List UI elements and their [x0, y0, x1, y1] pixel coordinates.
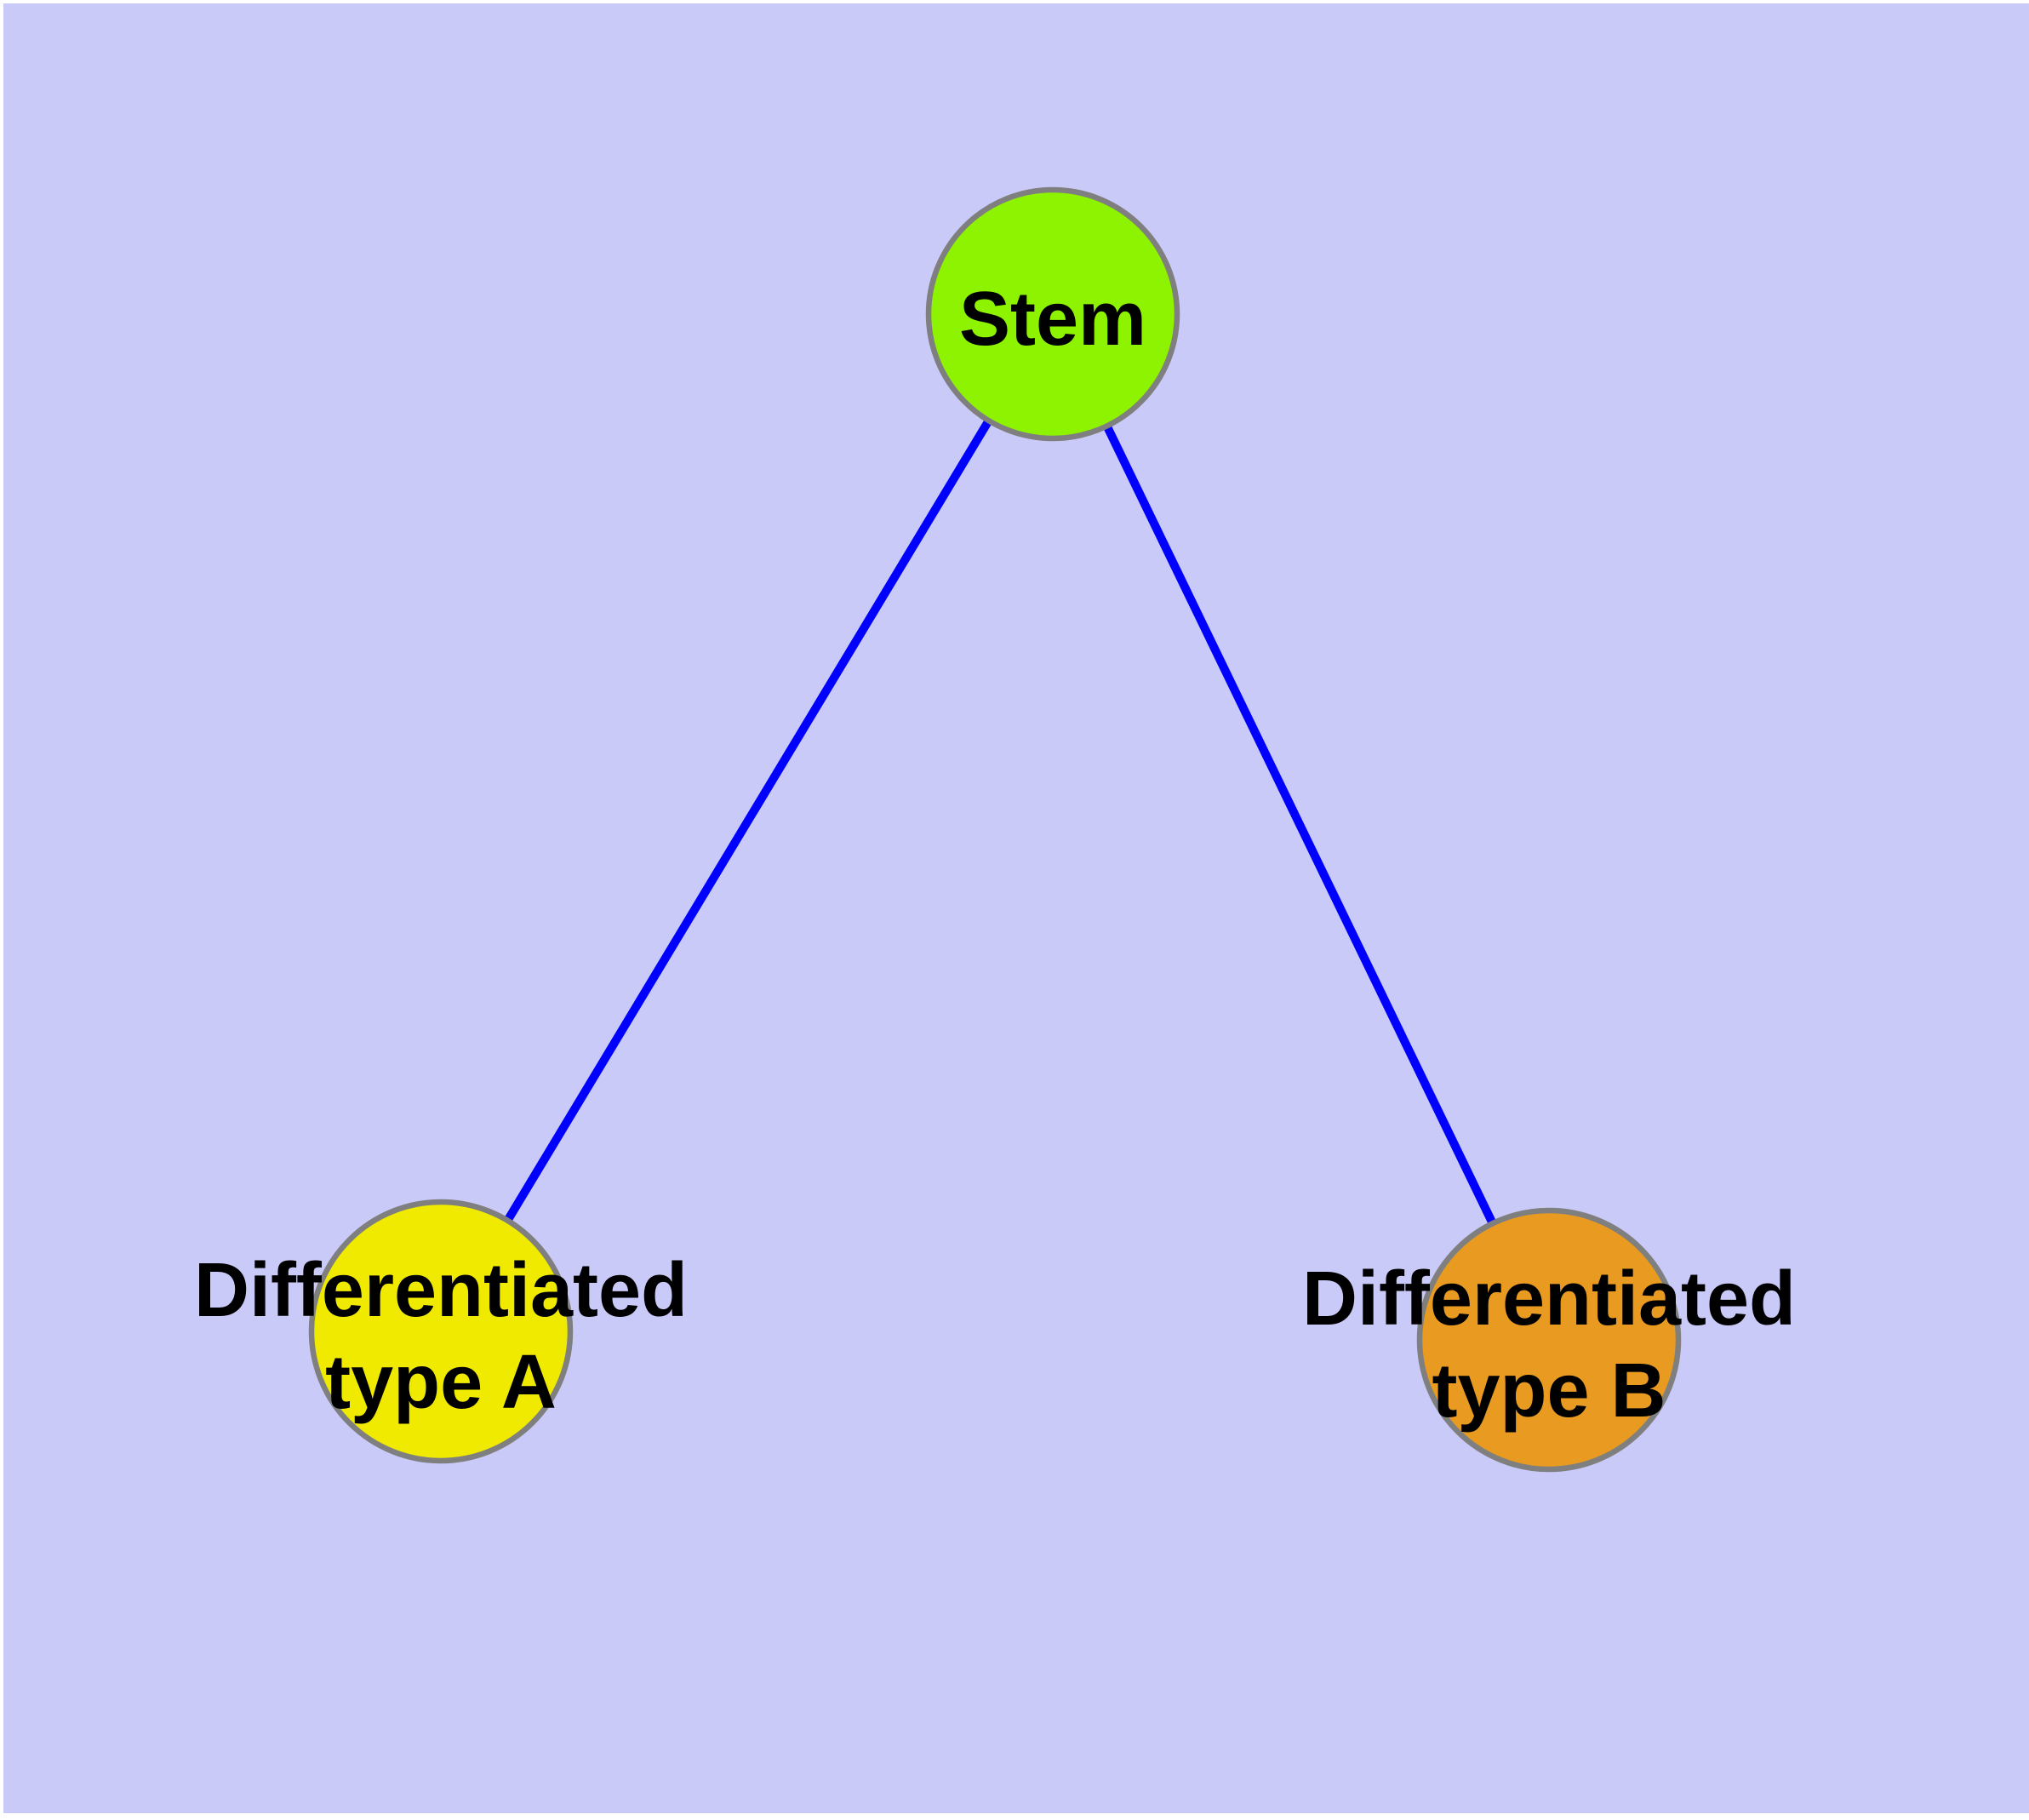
node-type-b-circle [1416, 1207, 1682, 1473]
node-type-a-label-line2: type A [325, 1340, 557, 1425]
edge-stem-to-type-a [437, 312, 1057, 1334]
node-type-b-label-line1: Differentiated [1302, 1256, 1796, 1342]
node-type-b-label-line2: type B [1432, 1348, 1666, 1434]
node-type-a-circle [308, 1199, 574, 1464]
node-stem-label: Stem [959, 277, 1146, 362]
node-type-a-label-line1: Differentiated [194, 1248, 688, 1333]
node-stem-circle [925, 186, 1180, 442]
edge-stem-to-type-b [1049, 312, 1553, 1342]
